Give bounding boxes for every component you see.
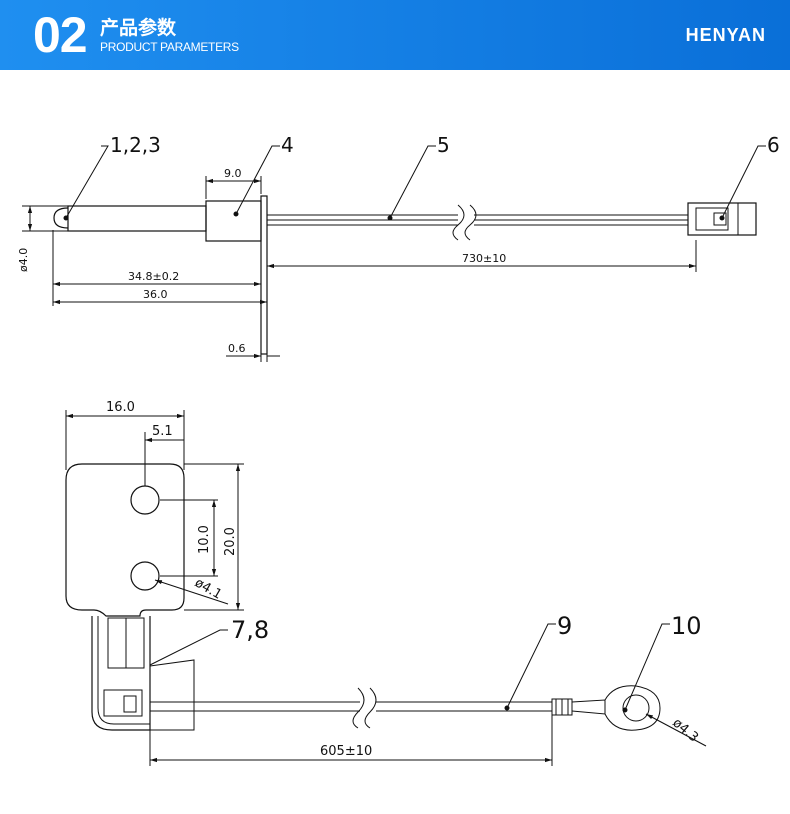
ring-terminal <box>604 685 661 731</box>
dim-dia-4-0: ø4.0 <box>17 248 30 272</box>
top-sensor-drawing <box>22 145 766 362</box>
dim-605: 605±10 <box>320 744 372 759</box>
header-banner: 02 产品参数 PRODUCT PARAMETERS HENYAN <box>0 0 790 70</box>
dim-730: 730±10 <box>462 252 506 265</box>
probe-housing <box>205 200 262 242</box>
callout-6: 6 <box>767 133 780 157</box>
flange-plate <box>260 195 268 355</box>
bottom-sensor-drawing <box>65 410 707 766</box>
hole-top <box>130 485 160 515</box>
section-number: 02 <box>33 7 88 63</box>
probe-tip <box>53 207 69 229</box>
bottom-labels: 7,8 9 10 16.0 5.1 10.0 20.0 ø4.1 605±10 … <box>106 400 702 759</box>
connector <box>687 202 757 236</box>
dim-20-0: 20.0 <box>223 527 238 556</box>
callout-9: 9 <box>557 612 572 640</box>
dim-9-0: 9.0 <box>224 167 242 180</box>
dim-16-0: 16.0 <box>106 400 135 415</box>
section-title-en: PRODUCT PARAMETERS <box>100 40 239 54</box>
brand-logo: HENYAN <box>685 25 766 45</box>
dim-dia-4-1: ø4.1 <box>192 575 224 602</box>
probe-tube <box>67 205 207 232</box>
dim-5-1: 5.1 <box>152 424 173 439</box>
bracket-plate <box>65 463 185 617</box>
dim-34-8: 34.8±0.2 <box>128 270 179 283</box>
top-labels: 1,2,3 4 5 6 9.0 ø4.0 34.8±0.2 36.0 730±1… <box>17 133 780 355</box>
callout-10: 10 <box>671 612 702 640</box>
callout-7-8: 7,8 <box>231 616 269 644</box>
callout-1-2-3: 1,2,3 <box>110 133 161 157</box>
technical-drawing: 1,2,3 4 5 6 9.0 ø4.0 34.8±0.2 36.0 730±1… <box>17 133 780 766</box>
dim-0-6: 0.6 <box>228 342 246 355</box>
callout-4: 4 <box>281 133 294 157</box>
dim-36-0: 36.0 <box>143 288 168 301</box>
dim-10-0: 10.0 <box>197 525 212 554</box>
hole-bottom <box>130 561 160 591</box>
section-title-cn: 产品参数 <box>100 17 177 39</box>
callout-5: 5 <box>437 133 450 157</box>
